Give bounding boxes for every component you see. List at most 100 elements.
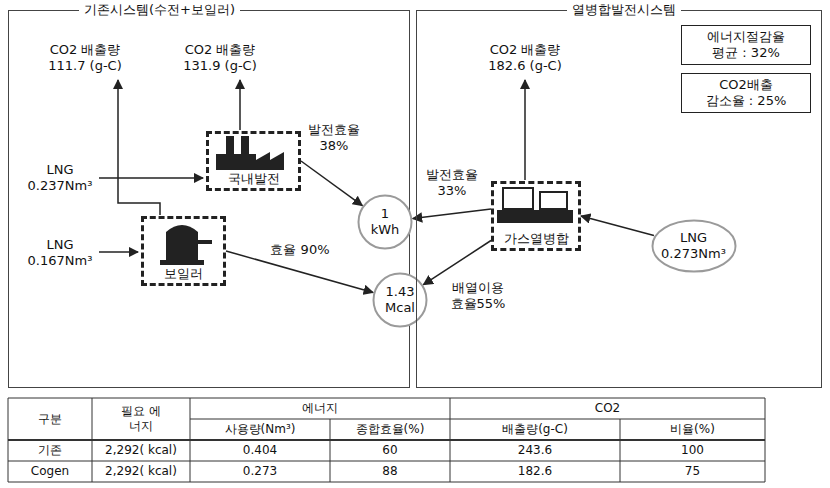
table-cell-box: 88 [330, 461, 450, 482]
system-panel: 열병합발전시스템에너지절감율평균 : 32%CO2배출감소율 : 25%가스열병… [416, 10, 822, 388]
edge-label: 발전효율 38% [304, 122, 364, 154]
ellipse-shape [652, 221, 735, 272]
edge-label: 배열이용 효율55% [445, 280, 511, 312]
table-cell: 2,292( kcal) [105, 443, 177, 458]
table-cell: 75 [685, 464, 700, 479]
generator-unit [540, 192, 567, 209]
table-cell-box: 배출량(g-C) [450, 419, 620, 440]
fuel-arrow [99, 177, 203, 179]
fuel-value: LNG 0.167Nm³ [22, 237, 98, 269]
boiler-pipe [198, 240, 212, 244]
table-cell-box: 75 [620, 461, 765, 482]
generator-unit [503, 188, 533, 209]
table-cell: 구분 [38, 412, 62, 427]
table-cell-box: 60 [330, 440, 450, 461]
table-cell-box: 0.273 [190, 461, 330, 482]
edge-label-box: 효율 90% [264, 242, 336, 258]
table-cell-box: 0.404 [190, 440, 330, 461]
table-cell: 배출량(g-C) [502, 422, 568, 437]
grid-line [190, 419, 765, 420]
grid-line [190, 398, 191, 482]
table-cell: 비율(%) [670, 422, 715, 437]
power-plant-icon [216, 136, 284, 170]
emission-value-box: CO2 배출량 111.7 (g-C) [40, 40, 130, 76]
factory-building [216, 152, 284, 170]
flow-arrow [423, 241, 491, 285]
table-cell-box: 비율(%) [620, 419, 765, 440]
node-text: 국내발전 [228, 171, 280, 187]
table-cell-box: CO2 [450, 398, 765, 419]
table-cell-box: 종합효율(%) [330, 419, 450, 440]
node-text: LNG 0.273Nm³ [660, 230, 728, 262]
grid-line [8, 398, 765, 399]
table-cell-box: 100 [620, 440, 765, 461]
chimney [226, 136, 234, 156]
grid-line [330, 419, 331, 482]
exhaust-arrow [524, 80, 526, 180]
fuel-value-box: LNG 0.237Nm³ [20, 160, 100, 196]
panel-title: 열병합발전시스템 [567, 2, 681, 18]
emission-value: CO2 배출량 131.9 (g-C) [172, 42, 268, 74]
fuel-value-box: LNG 0.167Nm³ [20, 235, 100, 271]
exhaust-arrow [239, 80, 241, 130]
edge-label-box: 발전효율 33% [422, 167, 482, 199]
table-cell: 기존 [38, 443, 62, 458]
table-cell: 182.6 [518, 464, 552, 479]
boiler-tank [166, 225, 198, 262]
flow-arrow [301, 161, 362, 206]
chimney [241, 136, 249, 156]
edge-label-box: 배열이용 효율55% [445, 280, 511, 312]
edge-label-box: 발전효율 38% [304, 122, 364, 154]
table-cell-box: 필요 에너지 [92, 398, 190, 440]
table-cell: Cogen [31, 464, 69, 479]
power-plant-box: 국내발전 [206, 131, 301, 191]
node-text: 1.43 Mcal [381, 284, 419, 316]
grid-line [620, 419, 621, 482]
edge-label: 효율 90% [270, 242, 329, 258]
table-cell: 88 [382, 464, 397, 479]
cogeneration-box: 가스열병합 [491, 181, 581, 251]
grid-line [765, 398, 766, 482]
table-cell: CO2 [595, 401, 620, 416]
boiler-base [160, 260, 204, 265]
node-text: 평균 : 32% [712, 45, 780, 61]
fuel-value: LNG 0.237Nm³ [22, 162, 98, 194]
table-cell: 2,292( kcal) [105, 464, 177, 479]
output-circle: 1 kWh [357, 194, 413, 250]
table-cell-box: 2,292( kcal) [92, 440, 190, 461]
emission-value: CO2 배출량 111.7 (g-C) [42, 42, 128, 74]
table-cell-box: 구분 [8, 398, 92, 440]
table-cell: 에너지 [302, 401, 338, 416]
table-cell-box: 기존 [8, 440, 92, 461]
node-text: 감소율 : 25% [706, 93, 787, 109]
flow-arrow [581, 216, 654, 235]
table-cell: 243.6 [518, 443, 552, 458]
result-box: 에너지절감율평균 : 32% [681, 25, 811, 65]
ellipse-shape [359, 196, 412, 249]
table-cell-box: 243.6 [450, 440, 620, 461]
node-text: 가스열병합 [504, 231, 569, 247]
ellipse-shape [374, 274, 427, 327]
table-cell: 100 [681, 443, 704, 458]
table-cell-box: 182.6 [450, 461, 620, 482]
edge-label: 발전효율 33% [422, 167, 482, 199]
boiler-icon [160, 225, 212, 265]
grid-line [8, 461, 765, 462]
table-cell: 60 [382, 443, 397, 458]
grid-line [8, 482, 765, 483]
table-cell: 필요 에너지 [116, 404, 166, 434]
table-cell-box: 에너지 [190, 398, 450, 419]
table-cell-box: 사용량(Nm³) [190, 419, 330, 440]
grid-line [8, 398, 9, 482]
emission-value-box: CO2 배출량 182.6 (g-C) [475, 40, 575, 76]
output-circle: 1.43 Mcal [372, 272, 428, 328]
generator-base [498, 211, 572, 222]
boiler-box: 보일러 [141, 216, 226, 286]
table-cell-box: 2,292( kcal) [92, 461, 190, 482]
grid-line [8, 439, 765, 441]
node-text: CO2배출 [719, 77, 773, 93]
node-text: 1 kWh [368, 206, 402, 238]
grid-line [450, 398, 451, 482]
fuel-ellipse: LNG 0.273Nm³ [651, 219, 737, 273]
table-grid [8, 398, 765, 482]
